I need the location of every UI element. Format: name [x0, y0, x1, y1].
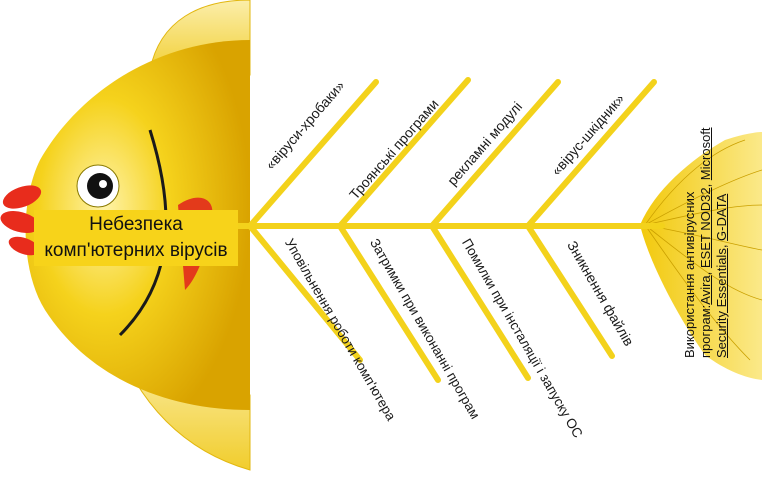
lower-bones	[250, 226, 612, 380]
upper-bone-4	[528, 82, 654, 226]
link-avira[interactable]: Avira	[698, 275, 713, 304]
head-title-line-2: комп'ютерних вірусів	[34, 238, 238, 264]
head-title-line-1: Небезпека	[34, 212, 238, 238]
head-title: Небезпека комп'ютерних вірусів	[34, 210, 238, 266]
eye-highlight	[99, 180, 107, 188]
link-g-data[interactable]: G-DATA	[714, 194, 729, 241]
upper-bones	[250, 80, 654, 226]
link-eset-nod32[interactable]: ESET NOD32	[698, 187, 713, 268]
tail-label: Використання антивірусних програм:Avira,…	[682, 118, 730, 358]
